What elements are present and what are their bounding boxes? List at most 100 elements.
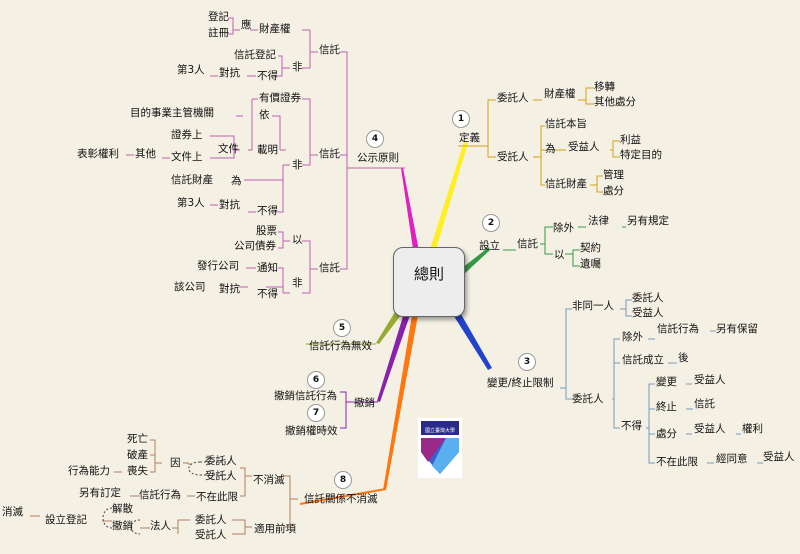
node-trustee[interactable]: 受託人 xyxy=(497,151,529,163)
node-apply-preceding[interactable]: 適用前項 xyxy=(254,523,296,535)
node-not-limited-8[interactable]: 不在此限 xyxy=(196,491,238,503)
node-revoke-trust-act[interactable]: 撤銷信託行為 xyxy=(274,390,337,402)
node-not-same-person[interactable]: 非同一人 xyxy=(572,300,614,312)
node-except[interactable]: 除外 xyxy=(553,222,574,234)
node-notify[interactable]: 通知 xyxy=(257,262,278,274)
node-property-right[interactable]: 財產權 xyxy=(544,88,576,100)
node-trust-act-3[interactable]: 信託行為 xyxy=(657,323,699,335)
node-dispose[interactable]: 處分 xyxy=(603,185,624,197)
node-oppose-4a[interactable]: 對抗 xyxy=(219,67,240,79)
node-reserved[interactable]: 另有保留 xyxy=(716,323,758,335)
node-non-4a[interactable]: 非 xyxy=(292,61,303,73)
node-bankruptcy[interactable]: 破產 xyxy=(127,449,148,461)
node-loss[interactable]: 喪失 xyxy=(127,465,148,477)
node-will[interactable]: 遺囑 xyxy=(580,258,601,270)
node-trust-act-8[interactable]: 信託行為 xyxy=(139,489,181,501)
node-publicity[interactable]: 公示原則 xyxy=(357,152,399,164)
node-register[interactable]: 登記 xyxy=(208,11,229,23)
node-trust-intent[interactable]: 信託本旨 xyxy=(545,118,587,130)
node-dispose-3[interactable]: 處分 xyxy=(656,428,677,440)
node-revoked[interactable]: 撤銷 xyxy=(112,520,133,532)
node-benefit[interactable]: 利益 xyxy=(620,134,641,146)
node-beneficiary-3b[interactable]: 受益人 xyxy=(694,374,726,386)
center-node[interactable]: 總則 xyxy=(393,247,465,317)
node-contract[interactable]: 契約 xyxy=(580,242,601,254)
node-transfer[interactable]: 移轉 xyxy=(594,81,615,93)
node-establishment-registration[interactable]: 設立登記 xyxy=(45,514,87,526)
node-as[interactable]: 為 xyxy=(231,175,242,187)
node-cannot-4a[interactable]: 不得 xyxy=(257,70,278,82)
node-relation-continues[interactable]: 信託關係不消滅 xyxy=(304,493,378,505)
node-beneficiary-3a[interactable]: 受益人 xyxy=(632,307,664,319)
node-competent-authority[interactable]: 目的事業主管機關 xyxy=(130,107,214,119)
node-for[interactable]: 為 xyxy=(545,143,556,155)
node-not-limited-3[interactable]: 不在此限 xyxy=(656,456,698,468)
node-trust-4b[interactable]: 信託 xyxy=(319,148,340,160)
node-legal-person[interactable]: 法人 xyxy=(150,520,171,532)
node-other[interactable]: 其他 xyxy=(135,148,156,160)
node-trust-void[interactable]: 信託行為無效 xyxy=(309,340,372,352)
node-beneficiary-3d[interactable]: 受益人 xyxy=(763,451,795,463)
node-death[interactable]: 死亡 xyxy=(127,433,148,445)
node-issuer[interactable]: 發行公司 xyxy=(197,260,239,272)
node-revoke[interactable]: 撤銷 xyxy=(354,397,375,409)
node-dissolve[interactable]: 解散 xyxy=(112,503,133,515)
node-trust-formed[interactable]: 信託成立 xyxy=(622,354,664,366)
node-manage[interactable]: 管理 xyxy=(603,169,624,181)
node-trust-registration[interactable]: 信託登記 xyxy=(234,49,276,61)
node-trust-property[interactable]: 信託財產 xyxy=(545,178,587,190)
node-oppose-4b[interactable]: 對抗 xyxy=(219,199,240,211)
node-law[interactable]: 法律 xyxy=(588,215,609,227)
node-beneficiary-3c[interactable]: 受益人 xyxy=(694,423,726,435)
node-change-termination[interactable]: 變更/終止限制 xyxy=(487,377,554,389)
node-document[interactable]: 文件 xyxy=(218,143,239,155)
node-property-right-4[interactable]: 財產權 xyxy=(259,23,291,35)
node-except-3[interactable]: 除外 xyxy=(622,331,643,343)
node-otherwise-agreed[interactable]: 另有訂定 xyxy=(79,487,121,499)
node-stock[interactable]: 股票 xyxy=(256,225,277,237)
node-trust-3[interactable]: 信託 xyxy=(694,398,715,410)
node-rights[interactable]: 權利 xyxy=(742,423,763,435)
node-rights-shown[interactable]: 表彰權利 xyxy=(77,148,119,160)
node-registration[interactable]: 註冊 xyxy=(208,27,229,39)
node-specific-purpose[interactable]: 特定目的 xyxy=(620,149,662,161)
node-settlor-3a[interactable]: 委託人 xyxy=(632,292,664,304)
node-settlor-8a[interactable]: 委託人 xyxy=(205,455,237,467)
node-trust-2[interactable]: 信託 xyxy=(517,238,538,250)
node-oppose-4c[interactable]: 對抗 xyxy=(219,283,240,295)
node-after[interactable]: 後 xyxy=(678,352,689,364)
node-extinguish[interactable]: 消滅 xyxy=(2,506,23,518)
node-cannot-4b[interactable]: 不得 xyxy=(257,205,278,217)
node-trustee-8b[interactable]: 受託人 xyxy=(195,529,227,541)
node-securities[interactable]: 有價證券 xyxy=(259,92,301,104)
node-revocation-period[interactable]: 撤銷權時效 xyxy=(285,425,338,437)
node-non-4c[interactable]: 非 xyxy=(292,277,303,289)
node-with-consent[interactable]: 經同意 xyxy=(716,453,748,465)
node-beneficiary[interactable]: 受益人 xyxy=(568,141,600,153)
node-trust-4c[interactable]: 信託 xyxy=(319,262,340,274)
node-definition[interactable]: 定義 xyxy=(459,132,480,144)
node-trust-4a[interactable]: 信託 xyxy=(319,44,340,56)
node-trustee-8a[interactable]: 受託人 xyxy=(205,470,237,482)
node-with[interactable]: 以 xyxy=(292,234,303,246)
node-according[interactable]: 依 xyxy=(259,109,270,121)
node-establish[interactable]: 設立 xyxy=(479,240,500,252)
node-not-extinguished[interactable]: 不消滅 xyxy=(253,474,285,486)
node-specify[interactable]: 載明 xyxy=(257,144,278,156)
node-otherwise-provided[interactable]: 另有規定 xyxy=(627,215,669,227)
node-settlor-3b[interactable]: 委託人 xyxy=(572,393,604,405)
node-change[interactable]: 變更 xyxy=(656,376,677,388)
node-bonds[interactable]: 公司債券 xyxy=(234,240,276,252)
node-cannot-4c[interactable]: 不得 xyxy=(257,288,278,300)
node-due-to[interactable]: 因 xyxy=(170,457,181,469)
node-trust-property-4[interactable]: 信託財產 xyxy=(171,174,213,186)
node-terminate[interactable]: 終止 xyxy=(656,401,677,413)
node-non-4b[interactable]: 非 xyxy=(292,159,303,171)
node-should[interactable]: 應 xyxy=(241,19,252,31)
node-settlor[interactable]: 委託人 xyxy=(497,92,529,104)
node-capacity[interactable]: 行為能力 xyxy=(68,465,110,477)
node-on-document[interactable]: 文件上 xyxy=(171,151,203,163)
node-the-company[interactable]: 該公司 xyxy=(174,281,206,293)
node-third-party-4b[interactable]: 第3人 xyxy=(177,197,205,209)
node-on-securities[interactable]: 證券上 xyxy=(171,129,203,141)
